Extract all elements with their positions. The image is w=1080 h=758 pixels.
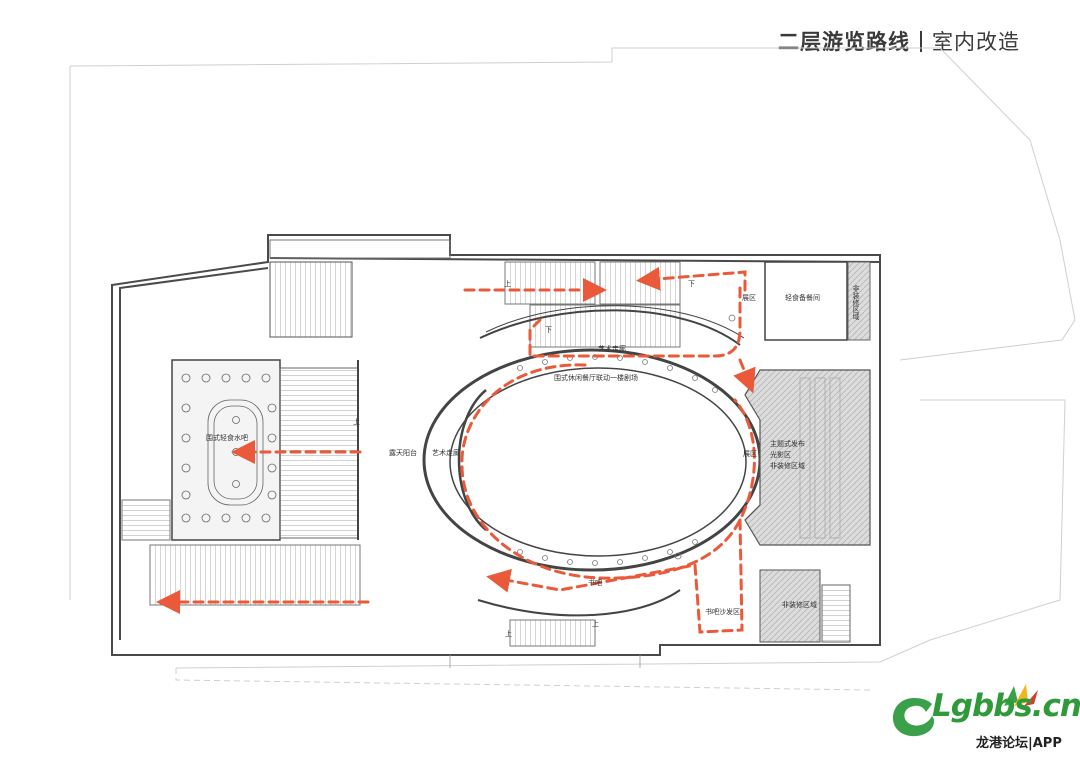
light-food-bar-room [171,359,281,541]
label-exhibit-east: 展区 [743,450,757,458]
stair-northwest [269,261,353,338]
label-light-zone: 光影区 [770,450,791,459]
label-book-bar: 书吧 [588,578,602,587]
label-prep-room: 轻食备餐间 [785,293,820,302]
stair-mark-up-west: 上 [353,417,360,426]
non-decor-strip [847,261,871,341]
stair-mark-up-south: 上 [505,629,512,638]
label-book-bar-sofa: 书吧沙发区 [705,607,740,616]
stair-north-east [599,261,681,305]
stair-mark-up-north: 上 [504,279,511,288]
label-art-corridor-north: 艺术走廊 [598,344,626,353]
label-theme-release: 主题式发布 [770,439,805,448]
stair-southwest [149,544,361,606]
railing-posts [517,314,736,566]
oval-walls [422,305,762,617]
leaf-icon [1004,684,1038,706]
label-non-decor-vertical: 非装修区域 [852,284,860,320]
prep-room [764,261,848,341]
dragon-icon [892,698,935,737]
roof-edge [269,239,451,259]
stair-south [509,619,596,647]
label-light-food-bar: 围式轻食水吧 [206,433,248,442]
site-logo[interactable]: Lgbbs.cn 龙港论坛|APP [888,682,1080,756]
label-non-decor-wc: 非装修区域 [782,600,817,609]
label-terrace: 露天阳台 [389,448,417,457]
wc-block [759,569,821,643]
stair-mark-down-south: 上 [592,619,599,628]
label-restaurant-theater: 围式休闲餐厅联动一楼剧场 [554,373,638,382]
theme-zone-seats [799,377,841,539]
tour-route [156,266,756,634]
stair-mark-down-north-east: 下 [688,280,695,288]
misc-lines [449,655,641,668]
stair-mark-down-north: 下 [545,326,552,334]
stair-west-landing [121,499,171,541]
page-subtitle: 室内改造 [932,30,1020,54]
stair-north-west [504,261,596,305]
label-art-corridor-west: 艺术走廊 [432,448,460,457]
page-title: 二层游览路线室内改造 [778,26,1020,56]
stair-east [821,584,851,643]
label-non-decor-zone: 非装修区域 [770,461,805,470]
label-exhibit-north: 展区 [742,294,756,302]
page-title-main: 二层游览路线 [778,30,910,54]
site-outline [69,47,1076,691]
theme-release-zone [744,369,871,546]
logo-wordmark: Lgbbs.cn [932,688,1080,724]
logo-caption: 龙港论坛|APP [976,736,1062,751]
plan-labels: 围式轻食水吧 露天阳台 艺术走廊 艺术走廊 围式休闲餐厅联动一楼剧场 书吧 书吧… [206,279,820,638]
title-divider [920,31,922,52]
stair-north-inner [529,304,681,348]
